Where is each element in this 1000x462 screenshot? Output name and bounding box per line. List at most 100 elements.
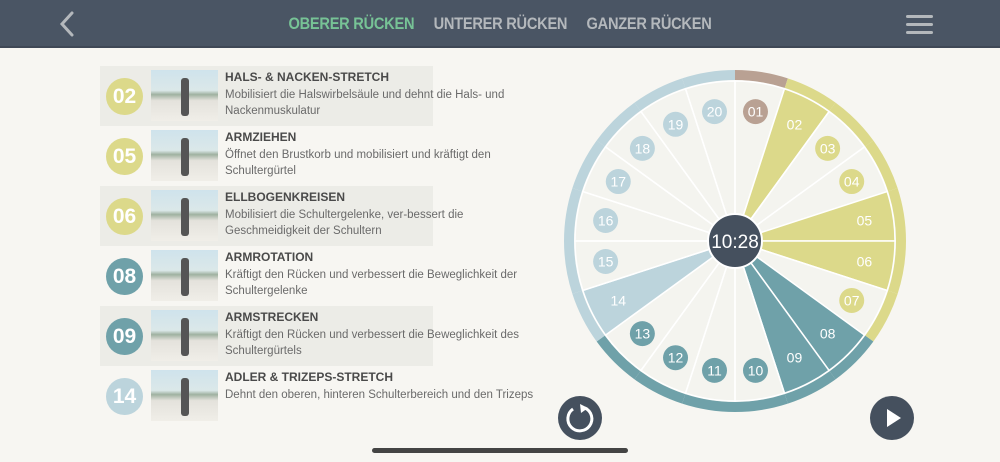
exercise-number-badge: 09 (106, 318, 143, 355)
exercise-description: Öffnet den Brustkorb und mobilisiert und… (225, 149, 491, 177)
exercise-title: HALS- & NACKEN-STRETCH (225, 70, 389, 84)
wheel-segment-20[interactable] (684, 80, 736, 242)
exercise-thumbnail (151, 70, 218, 121)
segment-number: 05 (857, 213, 873, 229)
exercise-row[interactable]: 09 ARMSTRECKEN Kräftigt den Rücken und v… (100, 306, 519, 366)
wheel-ring-segment (596, 335, 641, 380)
exercise-description: Dehnt den oberen, hinteren Schulterberei… (225, 389, 534, 401)
exercise-row[interactable]: 02 HALS- & NACKEN-STRETCH Mobilisiert di… (100, 66, 504, 126)
exercise-title: ARMROTATION (225, 250, 314, 264)
wheel-ring-segment (564, 240, 582, 294)
segment-number-badge (839, 169, 865, 195)
segment-number: 03 (820, 140, 836, 156)
segment-number: 16 (598, 213, 614, 229)
wheel-ring-segment (829, 102, 874, 147)
wheel-ring-segment (784, 78, 836, 111)
segment-number: 20 (707, 104, 723, 120)
tab-unterer-ruecken[interactable]: UNTERER RÜCKEN (433, 14, 568, 33)
segment-number-badge (702, 99, 728, 125)
wheel-ring-segment (734, 394, 788, 412)
segment-number: 14 (610, 292, 626, 308)
wheel-ring-segment (572, 290, 605, 342)
segment-number: 02 (787, 116, 803, 132)
back-chevron-icon[interactable] (56, 10, 80, 38)
wheel-ring-segment (734, 70, 788, 88)
exercise-title: ARMZIEHEN (225, 130, 297, 144)
play-icon (887, 409, 901, 427)
segment-number: 06 (857, 253, 873, 269)
segment-number: 19 (668, 116, 684, 132)
segment-number-badge (742, 99, 768, 125)
wheel-ring-segment (682, 70, 736, 88)
exercise-number-badge: 05 (106, 138, 143, 175)
segment-number-badge (663, 111, 689, 137)
timer-circle (707, 213, 763, 269)
segment-number-badge (593, 248, 619, 274)
exercise-title: ELLBOGENKREISEN (225, 190, 346, 204)
wheel-ring-segment (888, 240, 906, 294)
segment-number-badge (605, 169, 631, 195)
reset-button[interactable] (558, 396, 602, 440)
wheel-ring-segment (564, 188, 582, 242)
exercise-description: Mobilisiert die Halswirbelsäule und dehn… (225, 89, 505, 117)
segment-number: 08 (820, 326, 836, 342)
exercise-row[interactable]: 08 ARMROTATION Kräftigt den Rücken und v… (100, 246, 517, 306)
segment-number: 01 (748, 104, 764, 120)
exercise-thumbnail (151, 190, 218, 241)
segment-number: 13 (635, 326, 651, 342)
segment-number: 12 (668, 350, 684, 366)
segment-number: 15 (598, 253, 614, 269)
wheel-ring-segment (634, 371, 686, 404)
refresh-icon (566, 404, 594, 433)
segment-number-badge (629, 321, 655, 347)
exercise-number-badge: 14 (106, 378, 143, 415)
segment-number-badge (815, 135, 841, 161)
segment-number-badge (839, 287, 865, 313)
home-indicator (372, 448, 628, 453)
exercise-thumbnail (151, 310, 218, 361)
segment-number: 17 (610, 174, 626, 190)
segment-number-badge (593, 208, 619, 234)
exercise-row[interactable]: 06 ELLBOGENKREISEN Mobilisiert die Schul… (100, 186, 463, 246)
play-button[interactable] (870, 396, 914, 440)
exercise-row[interactable]: 05 ARMZIEHEN Öffnet den Brustkorb und mo… (100, 126, 491, 186)
exercise-thumbnail (151, 250, 218, 301)
exercise-description: Kräftigt den Rücken und verbessert die B… (225, 329, 520, 357)
exercise-number-badge: 06 (106, 198, 143, 235)
exercise-number-badge: 08 (106, 258, 143, 295)
wheel-ring-segment (829, 335, 874, 380)
exercise-description: Mobilisiert die Schultergelenke, ver-bes… (225, 209, 464, 237)
tab-oberer-ruecken[interactable]: OBERER RÜCKEN (288, 14, 415, 33)
exercise-description: Kräftigt den Rücken und verbessert die B… (225, 269, 518, 297)
exercise-title: ADLER & TRIZEPS-STRETCH (225, 370, 393, 384)
exercise-wheel: 01 02 03 04 05 06 07 08 09 10 11 12 13 14 15 16 17 18 19 20… (564, 70, 906, 412)
wheel-ring-segment (682, 394, 736, 412)
segment-number-badge (663, 345, 689, 371)
exercise-number-badge: 02 (106, 78, 143, 115)
wheel-ring-segment (634, 78, 686, 111)
segment-number-badge (702, 357, 728, 383)
exercise-row[interactable]: 14 ADLER & TRIZEPS-STRETCH Dehnt den obe… (100, 366, 533, 426)
segment-number: 18 (635, 140, 651, 156)
top-bar: OBERER RÜCKEN UNTERER RÜCKEN GANZER RÜCK… (0, 0, 1000, 48)
segment-number: 10 (748, 362, 764, 378)
tab-ganzer-ruecken[interactable]: GANZER RÜCKEN (586, 14, 712, 33)
wheel-ring-segment (888, 188, 906, 242)
timer-text: 10:28 (711, 232, 759, 253)
hamburger-menu-icon[interactable] (906, 15, 933, 35)
wheel-ring-segment (865, 290, 898, 342)
wheel-ring-segment (865, 140, 898, 192)
wheel-ring-segment (596, 102, 641, 147)
segment-number: 07 (844, 292, 860, 308)
wheel-ring-segment (784, 371, 836, 404)
exercise-thumbnail (151, 370, 218, 421)
segment-number: 04 (844, 174, 860, 190)
exercise-list: 02 HALS- & NACKEN-STRETCH Mobilisiert di… (100, 66, 533, 426)
segment-number: 11 (707, 362, 722, 378)
exercise-thumbnail (151, 130, 218, 181)
category-tabs: OBERER RÜCKEN UNTERER RÜCKEN GANZER RÜCK… (70, 14, 930, 34)
exercise-title: ARMSTRECKEN (225, 310, 319, 324)
wheel-ring-segment (572, 140, 605, 192)
segment-number: 09 (787, 350, 803, 366)
segment-number-badge (742, 357, 768, 383)
